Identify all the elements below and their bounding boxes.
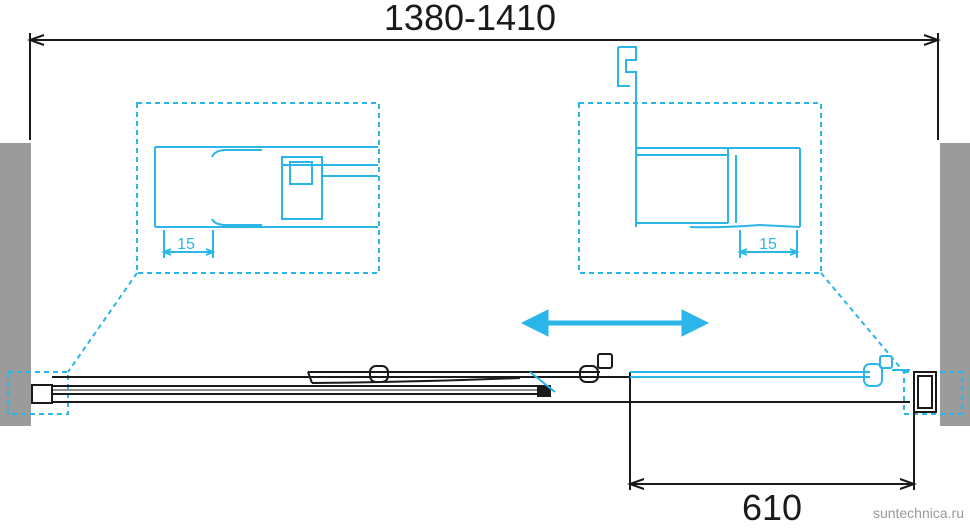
left-wall — [0, 143, 31, 426]
watermark: suntechnica.ru — [872, 505, 964, 521]
sliding-glass-highlight — [529, 355, 910, 393]
left-detail-callout — [7, 102, 380, 415]
total-width-dimension — [27, 33, 941, 140]
right-profile-detail — [617, 46, 801, 258]
opening-width-label: 610 — [742, 487, 802, 523]
right-wall — [940, 143, 970, 426]
door-plan — [31, 353, 937, 490]
left-profile-detail — [154, 146, 378, 258]
left-gap-label: 15 — [177, 236, 195, 253]
opening-width-dimension — [627, 372, 917, 490]
right-gap-label: 15 — [759, 236, 777, 253]
double-arrow-icon — [520, 309, 710, 337]
total-width-label: 1380-1410 — [384, 0, 556, 38]
